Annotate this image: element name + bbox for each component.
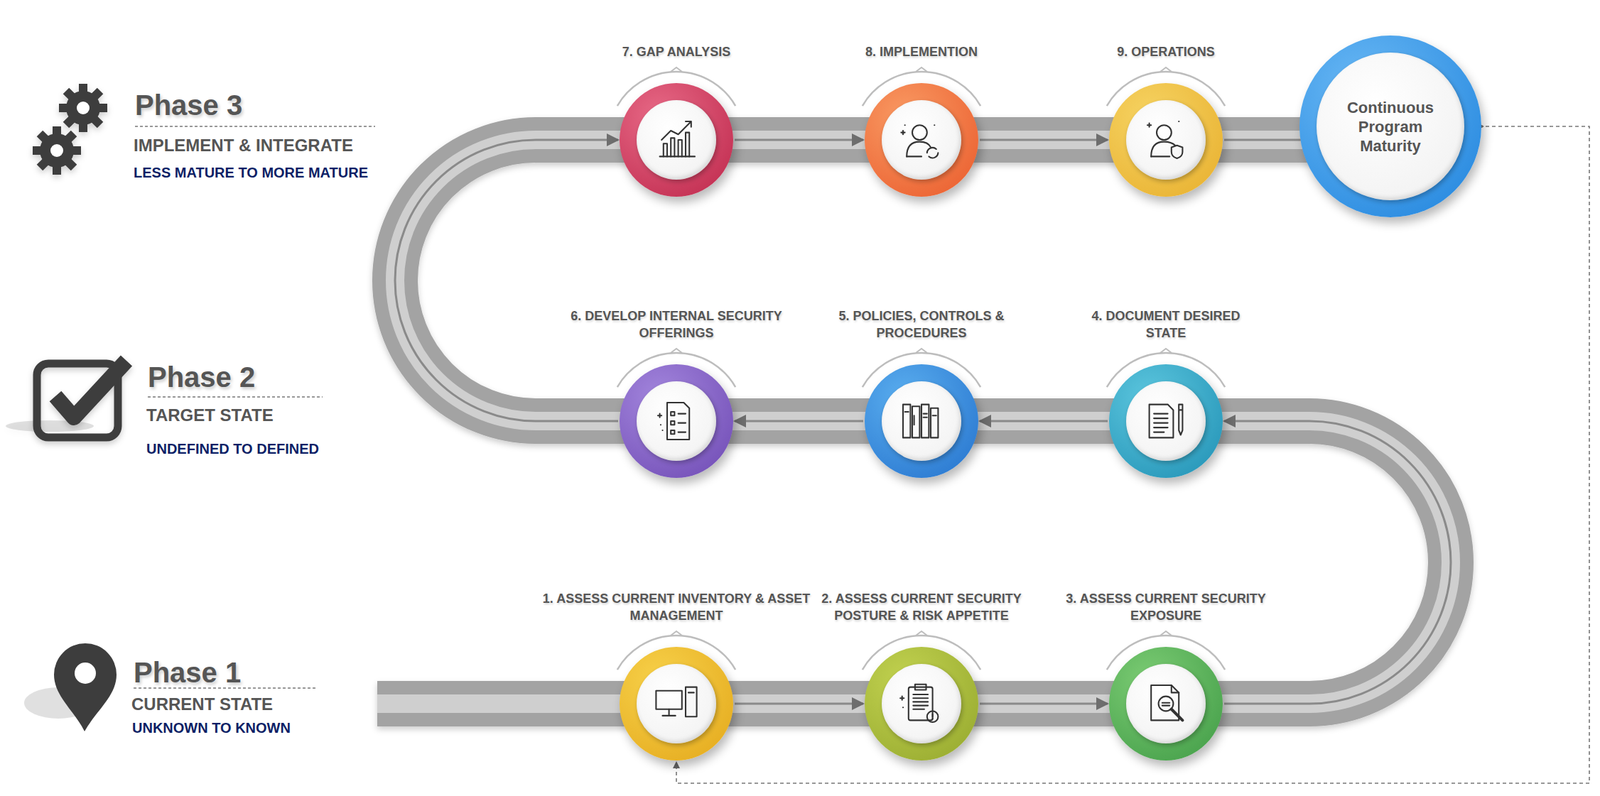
flow-connector	[734, 703, 864, 706]
flow-connector	[734, 139, 864, 142]
phase-rule	[134, 125, 376, 128]
step-heading: 8. IMPLEMENTION	[793, 43, 1050, 61]
step-icon	[648, 112, 705, 168]
checkbox-icon	[5, 360, 127, 438]
step-heading: 3. ASSESS CURRENT SECURITY EXPOSURE	[1045, 590, 1287, 625]
flow-connector	[395, 139, 619, 422]
circle-face	[636, 381, 717, 462]
step-circle: 3. ASSESS CURRENT SECURITY EXPOSURE	[1109, 647, 1223, 761]
step-circle: 2. ASSESS CURRENT SECURITY POSTURE & RIS…	[864, 647, 979, 761]
circle-face	[881, 664, 962, 744]
step-icon	[893, 393, 950, 450]
phase-subtitle: TARGET STATE	[146, 405, 274, 426]
return-connector	[676, 126, 1590, 784]
step-icon	[1138, 112, 1194, 168]
circle-text: Continuous Program Maturity	[1333, 98, 1448, 156]
step-circle: 4. DOCUMENT DESIRED STATE	[1109, 364, 1223, 479]
step-icon	[1138, 676, 1194, 732]
location-pin-icon	[24, 643, 117, 732]
phase-title: Phase 1	[133, 657, 241, 690]
step-circle: 1. ASSESS CURRENT INVENTORY & ASSET MANA…	[619, 647, 734, 761]
flow-connector	[979, 139, 1108, 142]
circle-face: Continuous Program Maturity	[1316, 52, 1465, 201]
gears-icon	[32, 83, 108, 175]
step-heading: 2. ASSESS CURRENT SECURITY POSTURE & RIS…	[800, 590, 1043, 625]
phase-subtitle: UNKNOWN TO KNOWN	[132, 720, 291, 737]
phase-title: Phase 2	[147, 361, 256, 394]
step-circle: 6. DEVELOP INTERNAL SECURITY OFFERINGS	[619, 364, 734, 479]
flow-connector	[1224, 421, 1451, 705]
phase-rule	[147, 396, 323, 398]
step-heading: 7. GAP ANALYSIS	[548, 43, 805, 61]
circle-face	[881, 381, 962, 462]
phase-title: Phase 3	[134, 89, 243, 122]
phase-subtitle: LESS MATURE TO MORE MATURE	[133, 164, 369, 182]
circle-face	[1126, 100, 1206, 180]
step-circle: 5. POLICIES, CONTROLS & PROCEDURES	[864, 364, 979, 479]
step-circle: 7. GAP ANALYSIS	[619, 83, 734, 197]
step-circle: 8. IMPLEMENTION	[864, 83, 979, 197]
step-circle: 9. OPERATIONS	[1109, 83, 1223, 197]
step-icon	[648, 676, 705, 732]
flow-connector	[979, 420, 1108, 423]
maturity-circle: Continuous Program Maturity	[1299, 35, 1482, 218]
step-heading: 9. OPERATIONS	[1038, 43, 1294, 61]
step-heading: 6. DEVELOP INTERNAL SECURITY OFFERINGS	[569, 307, 783, 342]
circle-face	[636, 664, 717, 744]
circle-face	[881, 100, 962, 180]
step-icon	[893, 676, 950, 732]
phase-subtitle: IMPLEMENT & INTEGRATE	[133, 135, 354, 156]
circle-face	[1126, 381, 1206, 462]
step-icon	[1138, 393, 1194, 450]
phase-subtitle: CURRENT STATE	[131, 694, 273, 715]
step-icon	[648, 393, 705, 450]
step-heading: 1. ASSESS CURRENT INVENTORY & ASSET MANA…	[541, 590, 812, 625]
circle-face	[636, 100, 717, 180]
road	[377, 139, 1451, 705]
step-heading: 5. POLICIES, CONTROLS & PROCEDURES	[826, 307, 1017, 342]
phase-subtitle: UNDEFINED TO DEFINED	[146, 441, 320, 458]
flow-connector	[734, 420, 864, 423]
flow-connector	[979, 703, 1108, 706]
step-heading: 4. DOCUMENT DESIRED STATE	[1069, 307, 1262, 342]
step-icon	[893, 112, 950, 168]
circle-face	[1126, 664, 1206, 744]
